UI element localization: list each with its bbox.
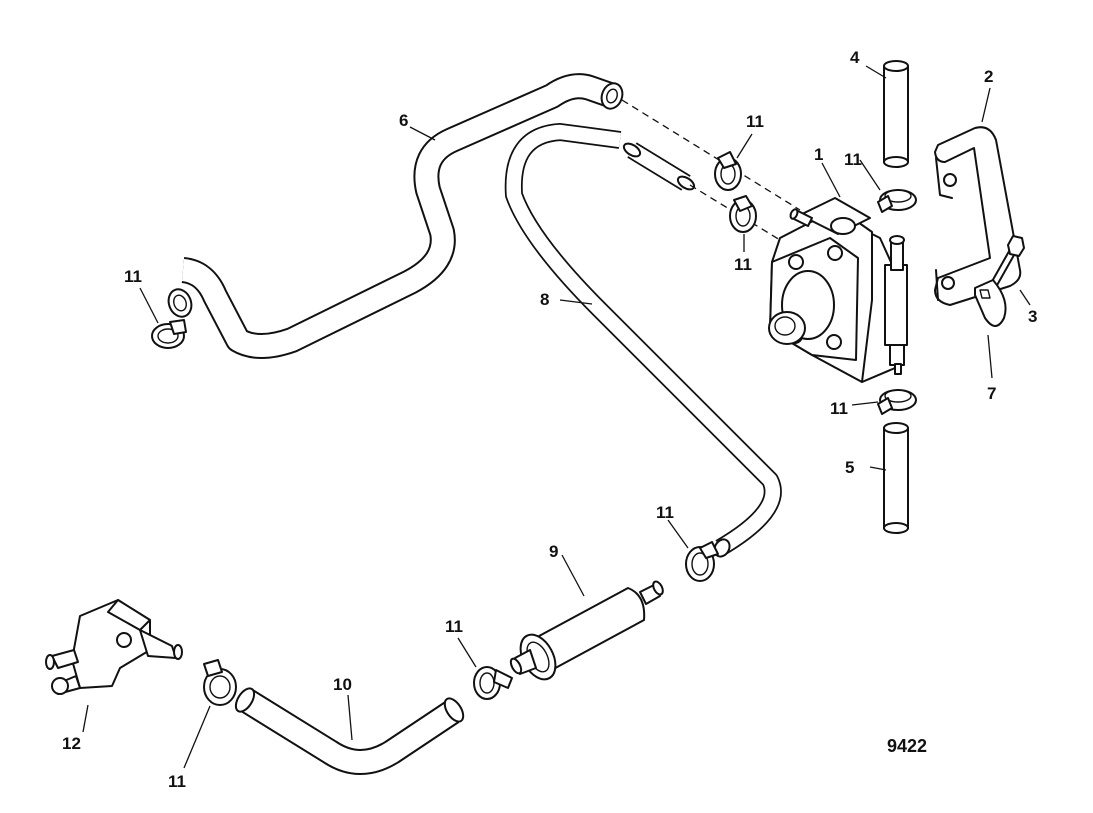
callout-11: 11 <box>746 112 764 131</box>
hose-clamp <box>473 666 513 700</box>
hose-5 <box>883 422 909 534</box>
hose-clamp <box>729 195 757 233</box>
fuel-filter-9 <box>509 580 664 681</box>
leader-lines <box>82 65 1031 769</box>
hose-4 <box>883 60 909 168</box>
hose-clamp <box>203 659 237 706</box>
callout-6: 6 <box>399 111 408 130</box>
callout-4: 4 <box>850 48 860 67</box>
callout-11: 11 <box>168 772 186 791</box>
callout-12: 12 <box>62 734 81 753</box>
p-clamp-7 <box>974 279 1007 327</box>
callout-1: 1 <box>814 145 823 164</box>
hose-10 <box>234 687 465 775</box>
callout-8: 8 <box>540 290 549 309</box>
callout-11: 11 <box>445 617 463 636</box>
callout-2: 2 <box>984 67 993 86</box>
callout-7: 7 <box>987 384 996 403</box>
hose-6 <box>167 73 624 359</box>
hose-clamp <box>714 151 742 191</box>
callout-11: 11 <box>656 503 674 522</box>
callout-11: 11 <box>844 150 862 169</box>
callout-9: 9 <box>549 542 558 561</box>
bracket-2 <box>934 126 1022 306</box>
fuel-connector-12 <box>45 599 183 695</box>
hose-clamp <box>877 389 917 415</box>
callout-5: 5 <box>845 458 854 477</box>
callout-11: 11 <box>830 399 848 418</box>
callout-11: 11 <box>734 255 752 274</box>
hose-clamp <box>877 189 917 213</box>
callout-labels: 1 2 3 4 5 6 7 8 9 10 12 11 11 11 11 11 1… <box>62 48 1037 791</box>
figure-number: 9422 <box>887 736 927 756</box>
fuel-line-8 <box>504 123 782 558</box>
short-hose-piece <box>622 142 696 191</box>
fuel-pump-1 <box>768 197 908 383</box>
hose-clamp <box>685 541 719 582</box>
callout-3: 3 <box>1028 307 1037 326</box>
callout-10: 10 <box>333 675 352 694</box>
hose-clamp <box>151 319 187 349</box>
callout-11: 11 <box>124 267 142 286</box>
